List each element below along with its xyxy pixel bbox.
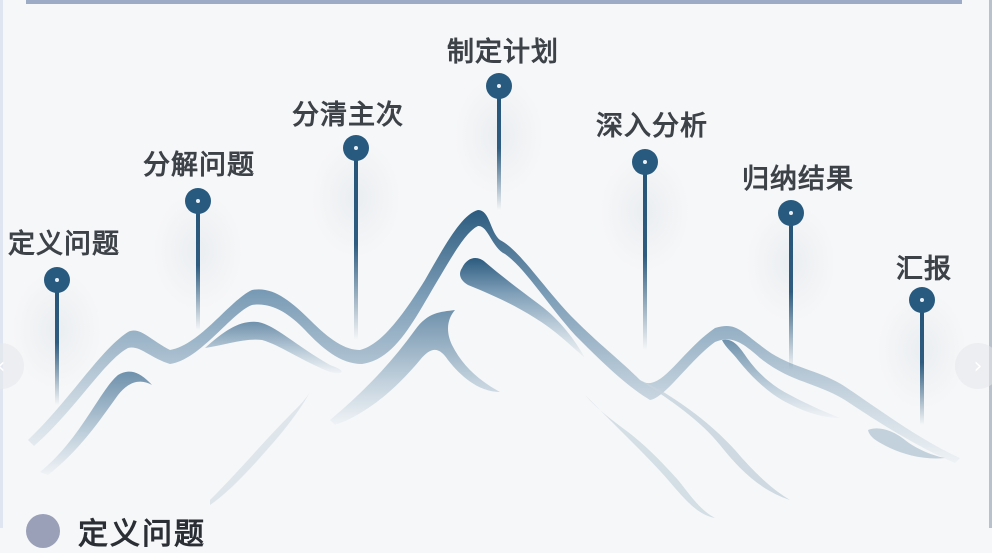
section-bullet-icon: [26, 514, 60, 548]
section-heading: 定义问题: [26, 514, 206, 552]
section-title: 定义问题: [78, 517, 206, 552]
pin-line: [920, 300, 924, 425]
step-label: 归纳结果: [742, 164, 854, 195]
location-pin-icon: [909, 287, 935, 313]
step-label: 制定计划: [447, 37, 559, 68]
pin-line: [643, 162, 647, 350]
step-label: 分解问题: [143, 150, 255, 181]
pin-line: [354, 148, 358, 340]
location-pin-icon: [343, 135, 369, 161]
chevron-left-icon: ‹: [0, 354, 5, 379]
step-label: 汇报: [896, 254, 952, 285]
left-frame-border: [0, 0, 3, 528]
pin-line: [55, 280, 59, 405]
step-label: 定义问题: [8, 229, 120, 260]
pin-line: [196, 201, 200, 330]
location-pin-icon: [486, 73, 512, 99]
pin-line: [497, 86, 501, 210]
step-label: 深入分析: [596, 111, 708, 142]
location-pin-icon: [185, 188, 211, 214]
step-label: 分清主次: [292, 100, 404, 131]
mountain-range-illustration: [28, 210, 960, 518]
right-frame-border: [989, 0, 992, 528]
location-pin-icon: [632, 149, 658, 175]
pin-line: [789, 213, 793, 370]
top-accent-bar: [26, 0, 962, 4]
location-pin-icon: [778, 200, 804, 226]
location-pin-icon: [44, 267, 70, 293]
chevron-right-icon: ›: [973, 353, 983, 379]
